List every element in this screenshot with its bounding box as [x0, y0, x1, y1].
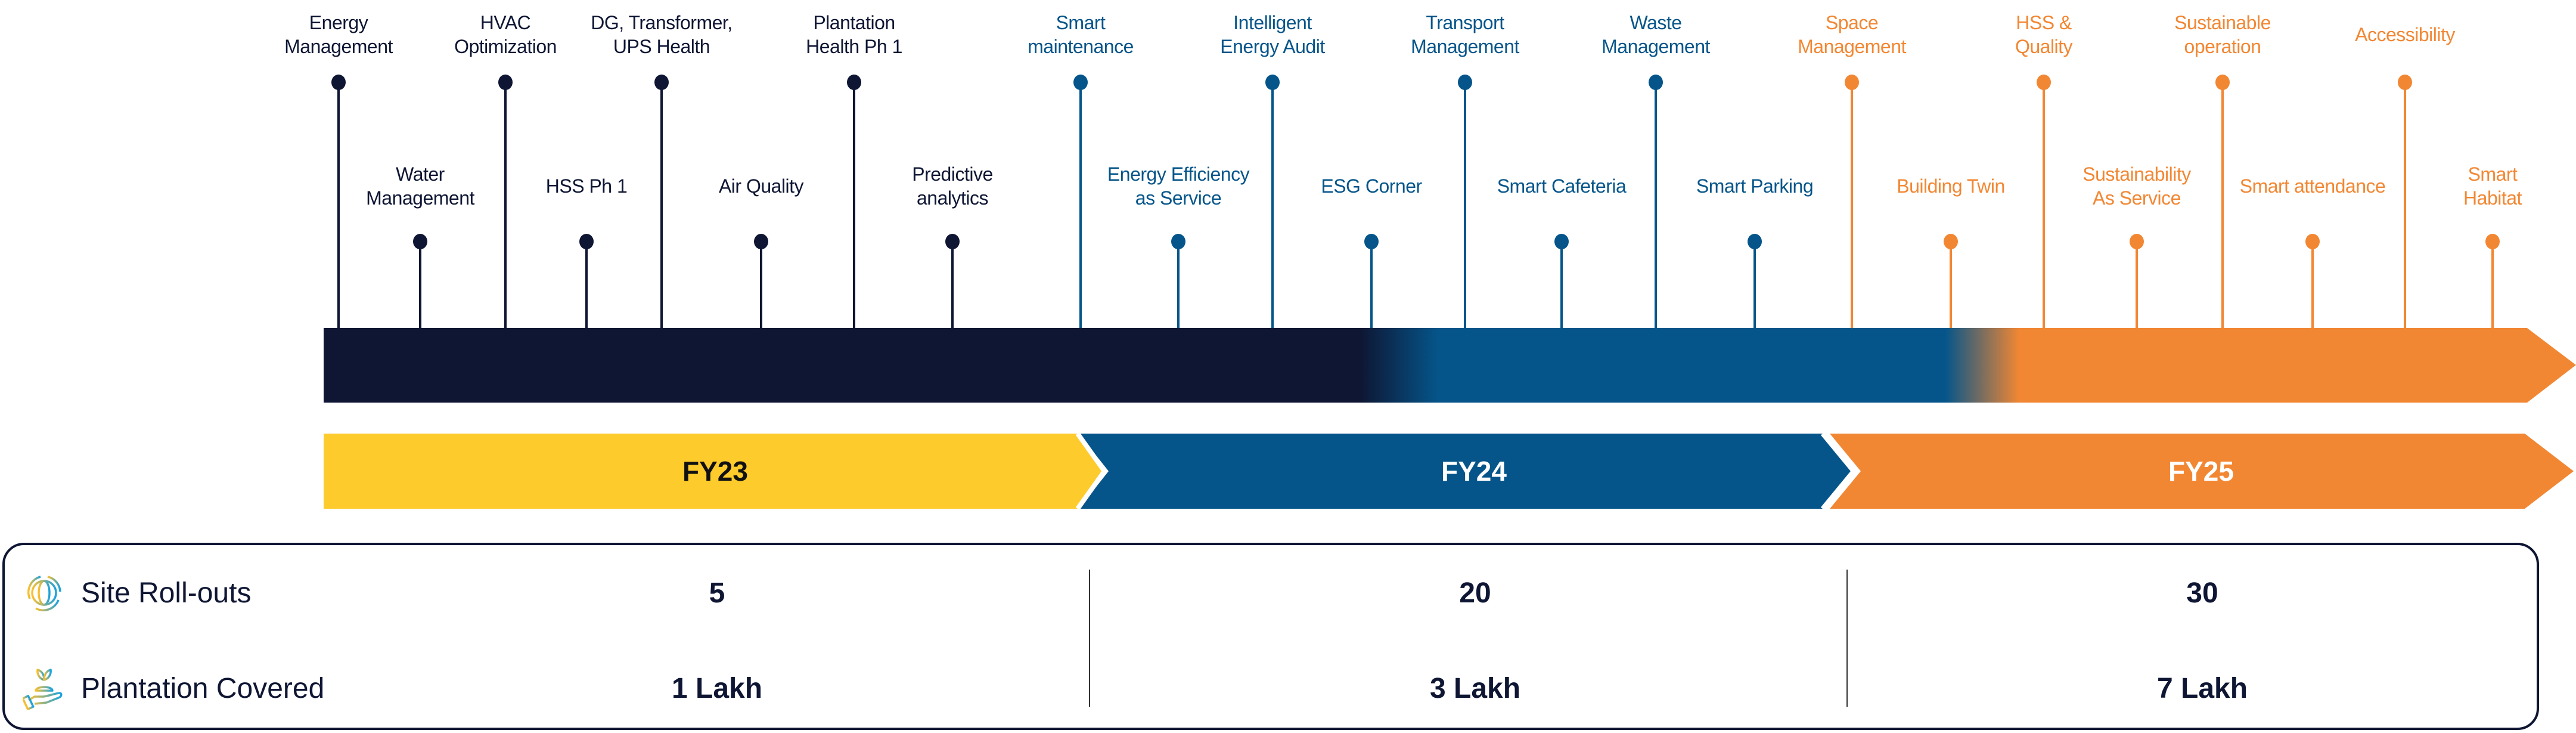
milestone-label: DG, Transformer, UPS Health: [591, 12, 733, 57]
milestone-dot: [1073, 75, 1088, 90]
site-rollouts-fy24: 20: [1459, 577, 1491, 609]
milestone-label: Smart attendance: [2239, 175, 2386, 197]
milestone-dot: [847, 75, 861, 90]
milestone-dot: [2130, 234, 2144, 249]
hand-sapling-icon: [23, 669, 63, 710]
milestone-label: Energy Efficiency as Service: [1107, 163, 1250, 209]
milestone-dot: [579, 234, 594, 249]
milestone-dot: [1649, 75, 1663, 90]
row-label-plantation-covered: Plantation Covered: [81, 673, 325, 704]
milestone-label: Smart Habitat: [2463, 163, 2522, 209]
milestone-label: Water Management: [366, 163, 474, 209]
column-divider: [1846, 570, 1848, 707]
milestone-label: ESG Corner: [1321, 175, 1422, 197]
milestone-label: Waste Management: [1602, 12, 1710, 57]
column-divider: [1089, 570, 1090, 707]
fy25-label: FY25: [2168, 456, 2234, 487]
milestone-label: HVAC Optimization: [454, 12, 557, 57]
milestone-dot: [1171, 234, 1185, 249]
milestone-label: Accessibility: [2355, 24, 2455, 45]
fy23-label: FY23: [682, 456, 748, 487]
globe-cycle-icon: [27, 576, 61, 611]
milestone-label: Energy Management: [284, 12, 393, 57]
fy25-band: [1830, 434, 2574, 509]
milestone-dot: [1554, 234, 1569, 249]
milestone-dot: [1944, 234, 1958, 249]
fy24-label: FY24: [1441, 456, 1507, 487]
milestone-label: Smart maintenance: [1028, 12, 1134, 57]
milestone-dot: [945, 234, 960, 249]
milestone-label: Smart Cafeteria: [1497, 175, 1627, 197]
stats-panel: [2, 543, 2539, 730]
milestone-label: Air Quality: [718, 175, 804, 197]
milestone-stems: [331, 75, 2500, 329]
milestone-dot: [2215, 75, 2230, 90]
milestone-dot: [413, 234, 427, 249]
milestone-dot: [1458, 75, 1472, 90]
plantation-fy24: 3 Lakh: [1429, 673, 1521, 704]
milestone-dot: [2398, 75, 2412, 90]
milestone-dot: [498, 75, 513, 90]
timeline-bar: [324, 328, 2576, 403]
milestone-dot: [1364, 234, 1379, 249]
milestone-dot: [1845, 75, 1859, 90]
milestone-dot: [1265, 75, 1280, 90]
milestone-dot: [754, 234, 768, 249]
milestone-label: Intelligent Energy Audit: [1220, 12, 1325, 57]
milestone-label: Building Twin: [1897, 175, 2005, 197]
milestone-label: Transport Management: [1411, 12, 1519, 57]
milestone-label: Space Management: [1798, 12, 1906, 57]
milestone-label: Sustainability As Service: [2082, 163, 2191, 209]
milestone-label: Sustainable operation: [2174, 12, 2271, 57]
milestone-dot: [1748, 234, 1762, 249]
fy24-band: [1079, 434, 1854, 509]
site-rollouts-fy23: 5: [709, 577, 725, 609]
row-label-site-rollouts: Site Roll-outs: [81, 577, 252, 609]
milestone-label: Predictive analytics: [912, 163, 993, 209]
milestone-label: Smart Parking: [1696, 175, 1814, 197]
milestone-label: Plantation Health Ph 1: [806, 12, 902, 57]
milestone-dot: [2485, 234, 2500, 249]
site-rollouts-fy25: 30: [2186, 577, 2218, 609]
milestone-dot: [331, 75, 346, 90]
timeline-diagram: [324, 75, 2576, 509]
plantation-fy23: 1 Lakh: [671, 673, 763, 704]
milestone-dot: [2305, 234, 2320, 249]
plantation-fy25: 7 Lakh: [2156, 673, 2248, 704]
milestone-dot: [2037, 75, 2051, 90]
fy23-band: [324, 434, 1104, 509]
milestone-label: HSS Ph 1: [545, 175, 628, 197]
milestone-dot: [654, 75, 669, 90]
milestone-label: HSS & Quality: [2015, 12, 2073, 57]
